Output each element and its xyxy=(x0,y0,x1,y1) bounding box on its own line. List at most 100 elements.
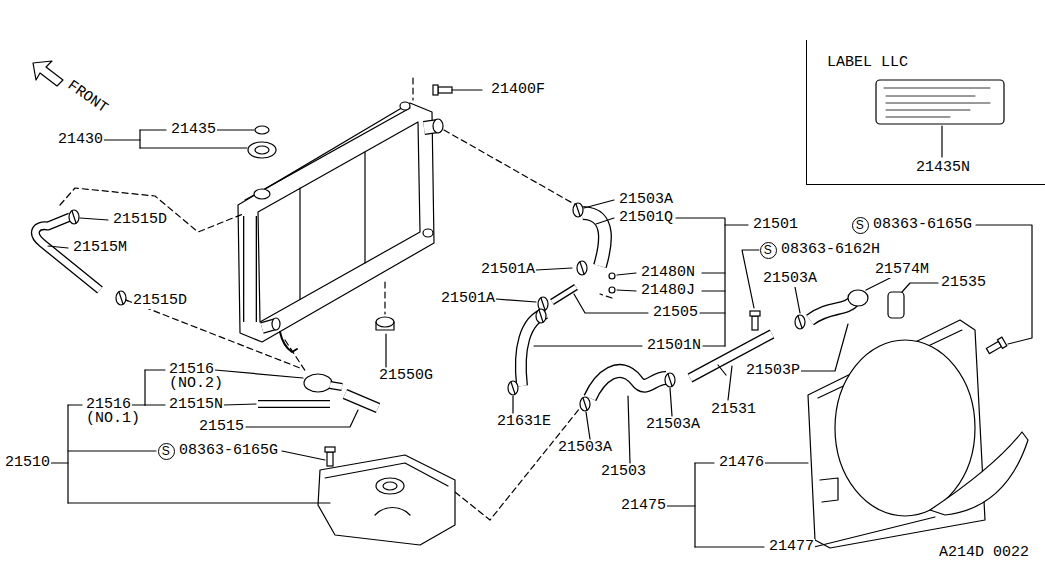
leader-line xyxy=(140,147,247,148)
leader-line xyxy=(68,404,82,405)
callout-number: 21631E xyxy=(496,414,552,430)
callout-number: 08363-6162H xyxy=(780,242,881,258)
hose-21503P xyxy=(810,300,855,320)
leader-line xyxy=(574,294,648,313)
leader-line xyxy=(584,200,614,208)
reservoir-filler xyxy=(376,478,404,494)
leader-line xyxy=(617,290,636,291)
callout-number: (NO.1) xyxy=(85,411,141,427)
leader-line xyxy=(703,345,725,346)
symbol-letter: S xyxy=(764,244,772,256)
assembly-line xyxy=(60,188,243,232)
leader-line xyxy=(224,404,256,405)
callout-number: 21510 xyxy=(4,455,51,471)
leader-line xyxy=(728,366,732,400)
leader-line xyxy=(694,463,695,547)
callout-number: (NO.2) xyxy=(168,376,224,392)
hose-21503P xyxy=(810,300,855,320)
callout-number: 21515 xyxy=(198,419,245,435)
hose-21515N xyxy=(258,400,330,408)
pipe-21505 xyxy=(552,287,576,302)
lower-hose-21503 xyxy=(590,371,666,398)
plug-21480N xyxy=(609,273,615,279)
assembly-line xyxy=(384,282,385,314)
lower-outlet xyxy=(272,318,280,330)
filler-neck xyxy=(254,189,270,199)
lower-shroud-21477 xyxy=(930,432,1028,515)
symbol-letter: S xyxy=(162,445,170,457)
leader-line xyxy=(702,290,725,291)
bolt-head xyxy=(433,85,438,95)
leader-line xyxy=(512,396,513,413)
front-arrow xyxy=(33,61,63,86)
assembly-line xyxy=(126,300,300,368)
hose-clamp xyxy=(795,315,805,329)
bolt xyxy=(433,85,452,95)
callout-number: 21503A xyxy=(557,440,613,456)
assembly-line xyxy=(600,294,612,298)
thermostat-21535 xyxy=(888,292,904,318)
callout-number: 21515M xyxy=(72,240,128,256)
leader-line xyxy=(144,370,145,405)
callout-number: 08363-6165G xyxy=(178,443,279,459)
label-card-print xyxy=(886,96,975,97)
hose-clamp xyxy=(119,292,123,304)
leader-line xyxy=(48,246,68,248)
water-outlet-21574M xyxy=(848,290,868,306)
leader-line xyxy=(764,462,808,463)
service-part-symbol: S xyxy=(760,242,777,259)
leader-line xyxy=(145,404,165,405)
direction-label: FRONT xyxy=(63,77,111,117)
leader-line xyxy=(67,405,68,503)
leader-line xyxy=(68,450,156,451)
hose-21515 xyxy=(345,394,378,408)
reservoir-filler xyxy=(383,482,397,490)
drain-wire xyxy=(280,332,297,352)
radiator-core xyxy=(364,152,365,263)
reservoir-cap-21516 xyxy=(304,374,332,392)
callout-number: 21531 xyxy=(710,402,757,418)
mount-rubber-21550G xyxy=(376,322,394,330)
upper-hose-21501Q xyxy=(583,213,605,266)
fan-shroud-21476 xyxy=(820,478,838,502)
bolt-head xyxy=(998,337,1007,348)
bolt xyxy=(327,452,333,466)
fan-shroud-opening xyxy=(835,340,975,516)
bolt xyxy=(438,87,452,93)
hose-21501N xyxy=(521,313,546,386)
fan-shroud-21476 xyxy=(808,320,985,548)
callout-number: 21515N xyxy=(168,397,224,413)
hose-21515 xyxy=(345,394,378,408)
callout-number: 21503P xyxy=(745,363,801,379)
cap-seal xyxy=(255,126,269,134)
callout-number: 21480N xyxy=(640,265,696,281)
bolt xyxy=(752,316,758,330)
label-card-print xyxy=(886,103,990,104)
leader-line xyxy=(586,412,590,439)
hose-clamp xyxy=(508,381,518,395)
leader-line xyxy=(628,396,630,463)
radiator-cap xyxy=(255,146,269,154)
radiator-frame xyxy=(238,103,434,342)
leader-line xyxy=(676,218,725,346)
leader-line xyxy=(452,89,482,90)
leader-line xyxy=(496,299,536,302)
callout-number: 21501A xyxy=(440,291,496,307)
leader-line xyxy=(596,218,614,224)
leader-line xyxy=(742,250,759,308)
leader-line xyxy=(536,268,572,270)
callout-number: 21501 xyxy=(752,217,799,233)
leader-line xyxy=(670,388,672,416)
hose-clamp xyxy=(116,291,126,305)
callout-number: 21515D xyxy=(132,293,188,309)
bolt xyxy=(325,447,335,466)
leader-line xyxy=(902,283,938,292)
callout-number: 21503A xyxy=(618,192,674,208)
radiator-core xyxy=(299,188,300,299)
leader-line xyxy=(102,139,140,140)
callout-number: 21501N xyxy=(646,338,702,354)
radiator-top-tank xyxy=(245,108,410,200)
leader-line xyxy=(385,334,386,367)
hose-clamp xyxy=(539,310,543,322)
leader-line xyxy=(814,517,935,547)
